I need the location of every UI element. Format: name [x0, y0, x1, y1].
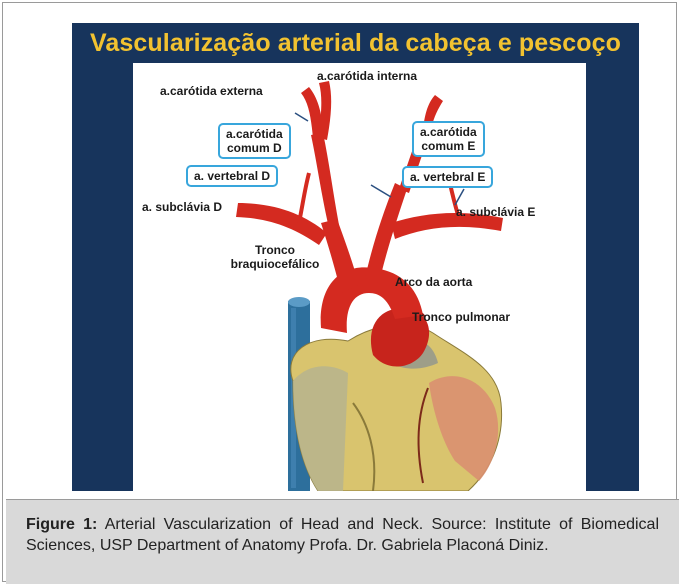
callout-vertebral-e: a. vertebral E [402, 166, 493, 188]
figure-caption-text: Arterial Vascularization of Head and Nec… [26, 516, 659, 554]
label-subclavia-e: a. subclávia E [456, 205, 535, 219]
figure-slide: Vascularização arterial da cabeça e pesc… [72, 23, 639, 491]
label-tronco-line2: braquiocefálico [215, 257, 335, 271]
callout-carotida-comum-e-line1: a.carótida [420, 125, 477, 139]
label-tronco-line1: Tronco [215, 243, 335, 257]
callout-vertebral-d: a. vertebral D [186, 165, 278, 187]
label-tronco-braquiocefalico: Tronco braquiocefálico [215, 243, 335, 271]
label-arco-aorta: Arco da aorta [395, 275, 472, 289]
figure-caption-label: Figure 1: [26, 516, 97, 533]
label-carotida-externa: a.carótida externa [160, 84, 263, 98]
anatomy-illustration: a.carótida interna a.carótida externa a.… [133, 63, 586, 491]
callout-carotida-comum-d: a.carótida comum D [218, 123, 291, 159]
label-carotida-interna: a.carótida interna [317, 69, 417, 83]
heart-arteries-drawing [133, 63, 586, 491]
callout-carotida-comum-e-line2: comum E [420, 139, 477, 153]
figure-caption: Figure 1: Arterial Vascularization of He… [6, 499, 679, 584]
slide-title: Vascularização arterial da cabeça e pesc… [72, 29, 639, 58]
label-tronco-pulmonar: Tronco pulmonar [412, 310, 510, 324]
label-subclavia-d: a. subclávia D [142, 200, 222, 214]
callout-carotida-comum-d-line2: comum D [226, 141, 283, 155]
callout-carotida-comum-e: a.carótida comum E [412, 121, 485, 157]
callout-carotida-comum-d-line1: a.carótida [226, 127, 283, 141]
